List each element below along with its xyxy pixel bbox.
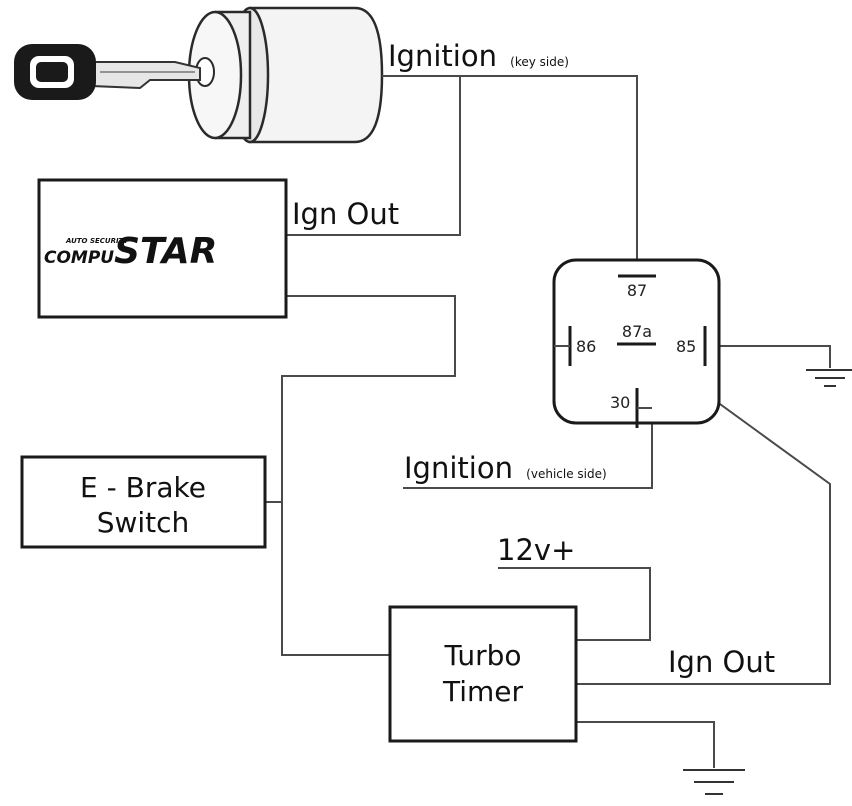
wire-turbo-ground: [577, 721, 715, 768]
label-ignition-key-side: Ignition (key side): [388, 39, 569, 73]
label-12v: 12v+: [497, 533, 575, 567]
relay-pin-30: 30: [610, 393, 630, 412]
turbo-line1: Turbo: [443, 639, 521, 672]
label-ign-out-top: Ign Out: [292, 197, 399, 231]
wire-relay-30-vehicle: [403, 410, 653, 489]
wire-ignition-key-side: [382, 75, 638, 276]
turbo-timer: Turbo Timer: [388, 605, 578, 743]
wire-12v: [498, 567, 651, 641]
wire-relay-85-ground: [708, 345, 831, 368]
ground-icon: [806, 369, 852, 387]
relay-pin-87: 87: [627, 281, 647, 300]
relay-pin-87a: 87a: [622, 322, 652, 341]
compustar-module: AUTO SECURITY COMPUSTAR: [37, 178, 288, 319]
turbo-line2: Timer: [442, 675, 524, 708]
label-ign-out-bottom: Ign Out: [668, 645, 775, 679]
compustar-tagline: AUTO SECURITY: [65, 237, 129, 245]
relay-pin-85: 85: [676, 337, 696, 356]
ebrake-line2: Switch: [97, 506, 190, 539]
label-ignition-vehicle-side: Ignition (vehicle side): [404, 451, 607, 485]
ignition-switch-icon: [14, 6, 384, 144]
ebrake-line1: E - Brake: [80, 471, 206, 504]
ebrake-switch: E - Brake Switch: [20, 455, 267, 549]
wiring: [265, 75, 831, 768]
relay: 87 86 87a 85 30: [552, 258, 721, 428]
wire-compustar-ign-out: [287, 76, 461, 236]
relay-pin-86: 86: [576, 337, 596, 356]
ground-icon: [683, 769, 745, 795]
wire-turbo-ign-out: [577, 342, 831, 685]
compustar-logo: COMPUSTAR: [44, 231, 217, 272]
wire-compustar-to-turbo: [281, 295, 456, 656]
